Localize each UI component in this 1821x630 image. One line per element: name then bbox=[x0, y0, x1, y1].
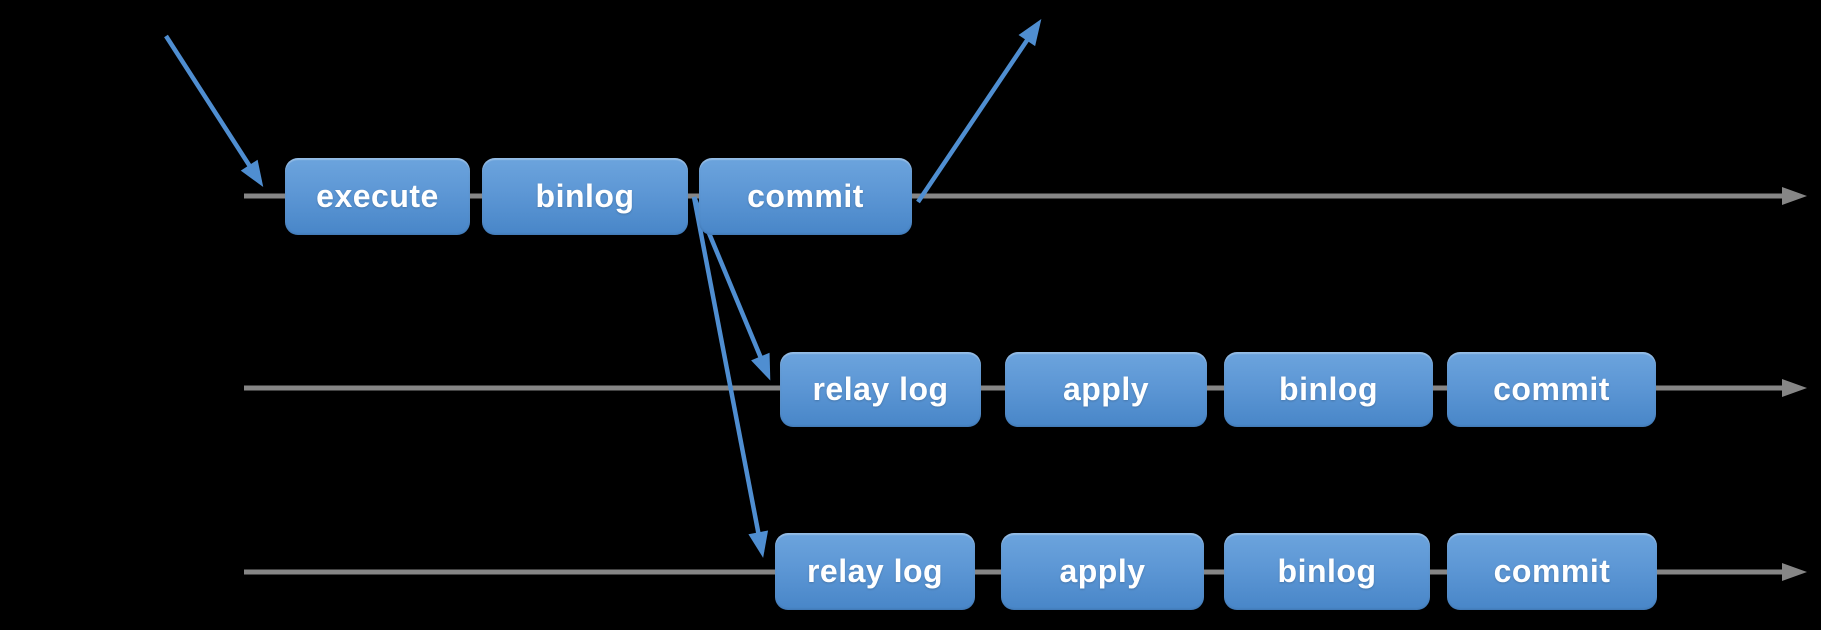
node-binlog-row1: binlog bbox=[482, 158, 688, 235]
node-binlog-row3: binlog bbox=[1224, 533, 1430, 610]
node-commit-row3: commit bbox=[1447, 533, 1657, 610]
commit-response-arrow bbox=[916, 19, 1042, 204]
node-apply-row3-label: apply bbox=[1059, 553, 1146, 589]
node-relay-log-row2-label: relay log bbox=[812, 371, 949, 407]
node-apply-row2: apply bbox=[1005, 352, 1207, 427]
node-commit-row3-label: commit bbox=[1493, 553, 1611, 589]
node-relay-log-row2: relay log bbox=[780, 352, 981, 427]
node-commit-row2-label: commit bbox=[1493, 371, 1610, 407]
timeline-row-2-arrowhead-icon bbox=[1782, 379, 1807, 397]
node-execute: execute bbox=[285, 158, 470, 235]
node-apply-row3: apply bbox=[1001, 533, 1204, 610]
incoming-request-arrow bbox=[164, 34, 264, 188]
node-relay-log-row3: relay log bbox=[775, 533, 975, 610]
node-commit-row1: commit bbox=[699, 158, 912, 235]
node-relay-log-row3-label: relay log bbox=[806, 553, 944, 589]
node-binlog-row3-label: binlog bbox=[1277, 553, 1377, 589]
timeline-row-3-arrowhead-icon bbox=[1782, 563, 1807, 581]
node-apply-row2-label: apply bbox=[1062, 371, 1150, 407]
node-binlog-row2-label: binlog bbox=[1279, 371, 1378, 407]
node-binlog-row1-label: binlog bbox=[535, 178, 635, 214]
node-execute-label: execute bbox=[316, 178, 439, 214]
node-binlog-row2: binlog bbox=[1224, 352, 1433, 427]
node-commit-row2: commit bbox=[1447, 352, 1656, 427]
timeline-row-1-arrowhead-icon bbox=[1782, 187, 1807, 205]
node-commit-row1-label: commit bbox=[747, 178, 864, 214]
binlog-to-relay-log-arrow-bottom bbox=[691, 196, 769, 558]
